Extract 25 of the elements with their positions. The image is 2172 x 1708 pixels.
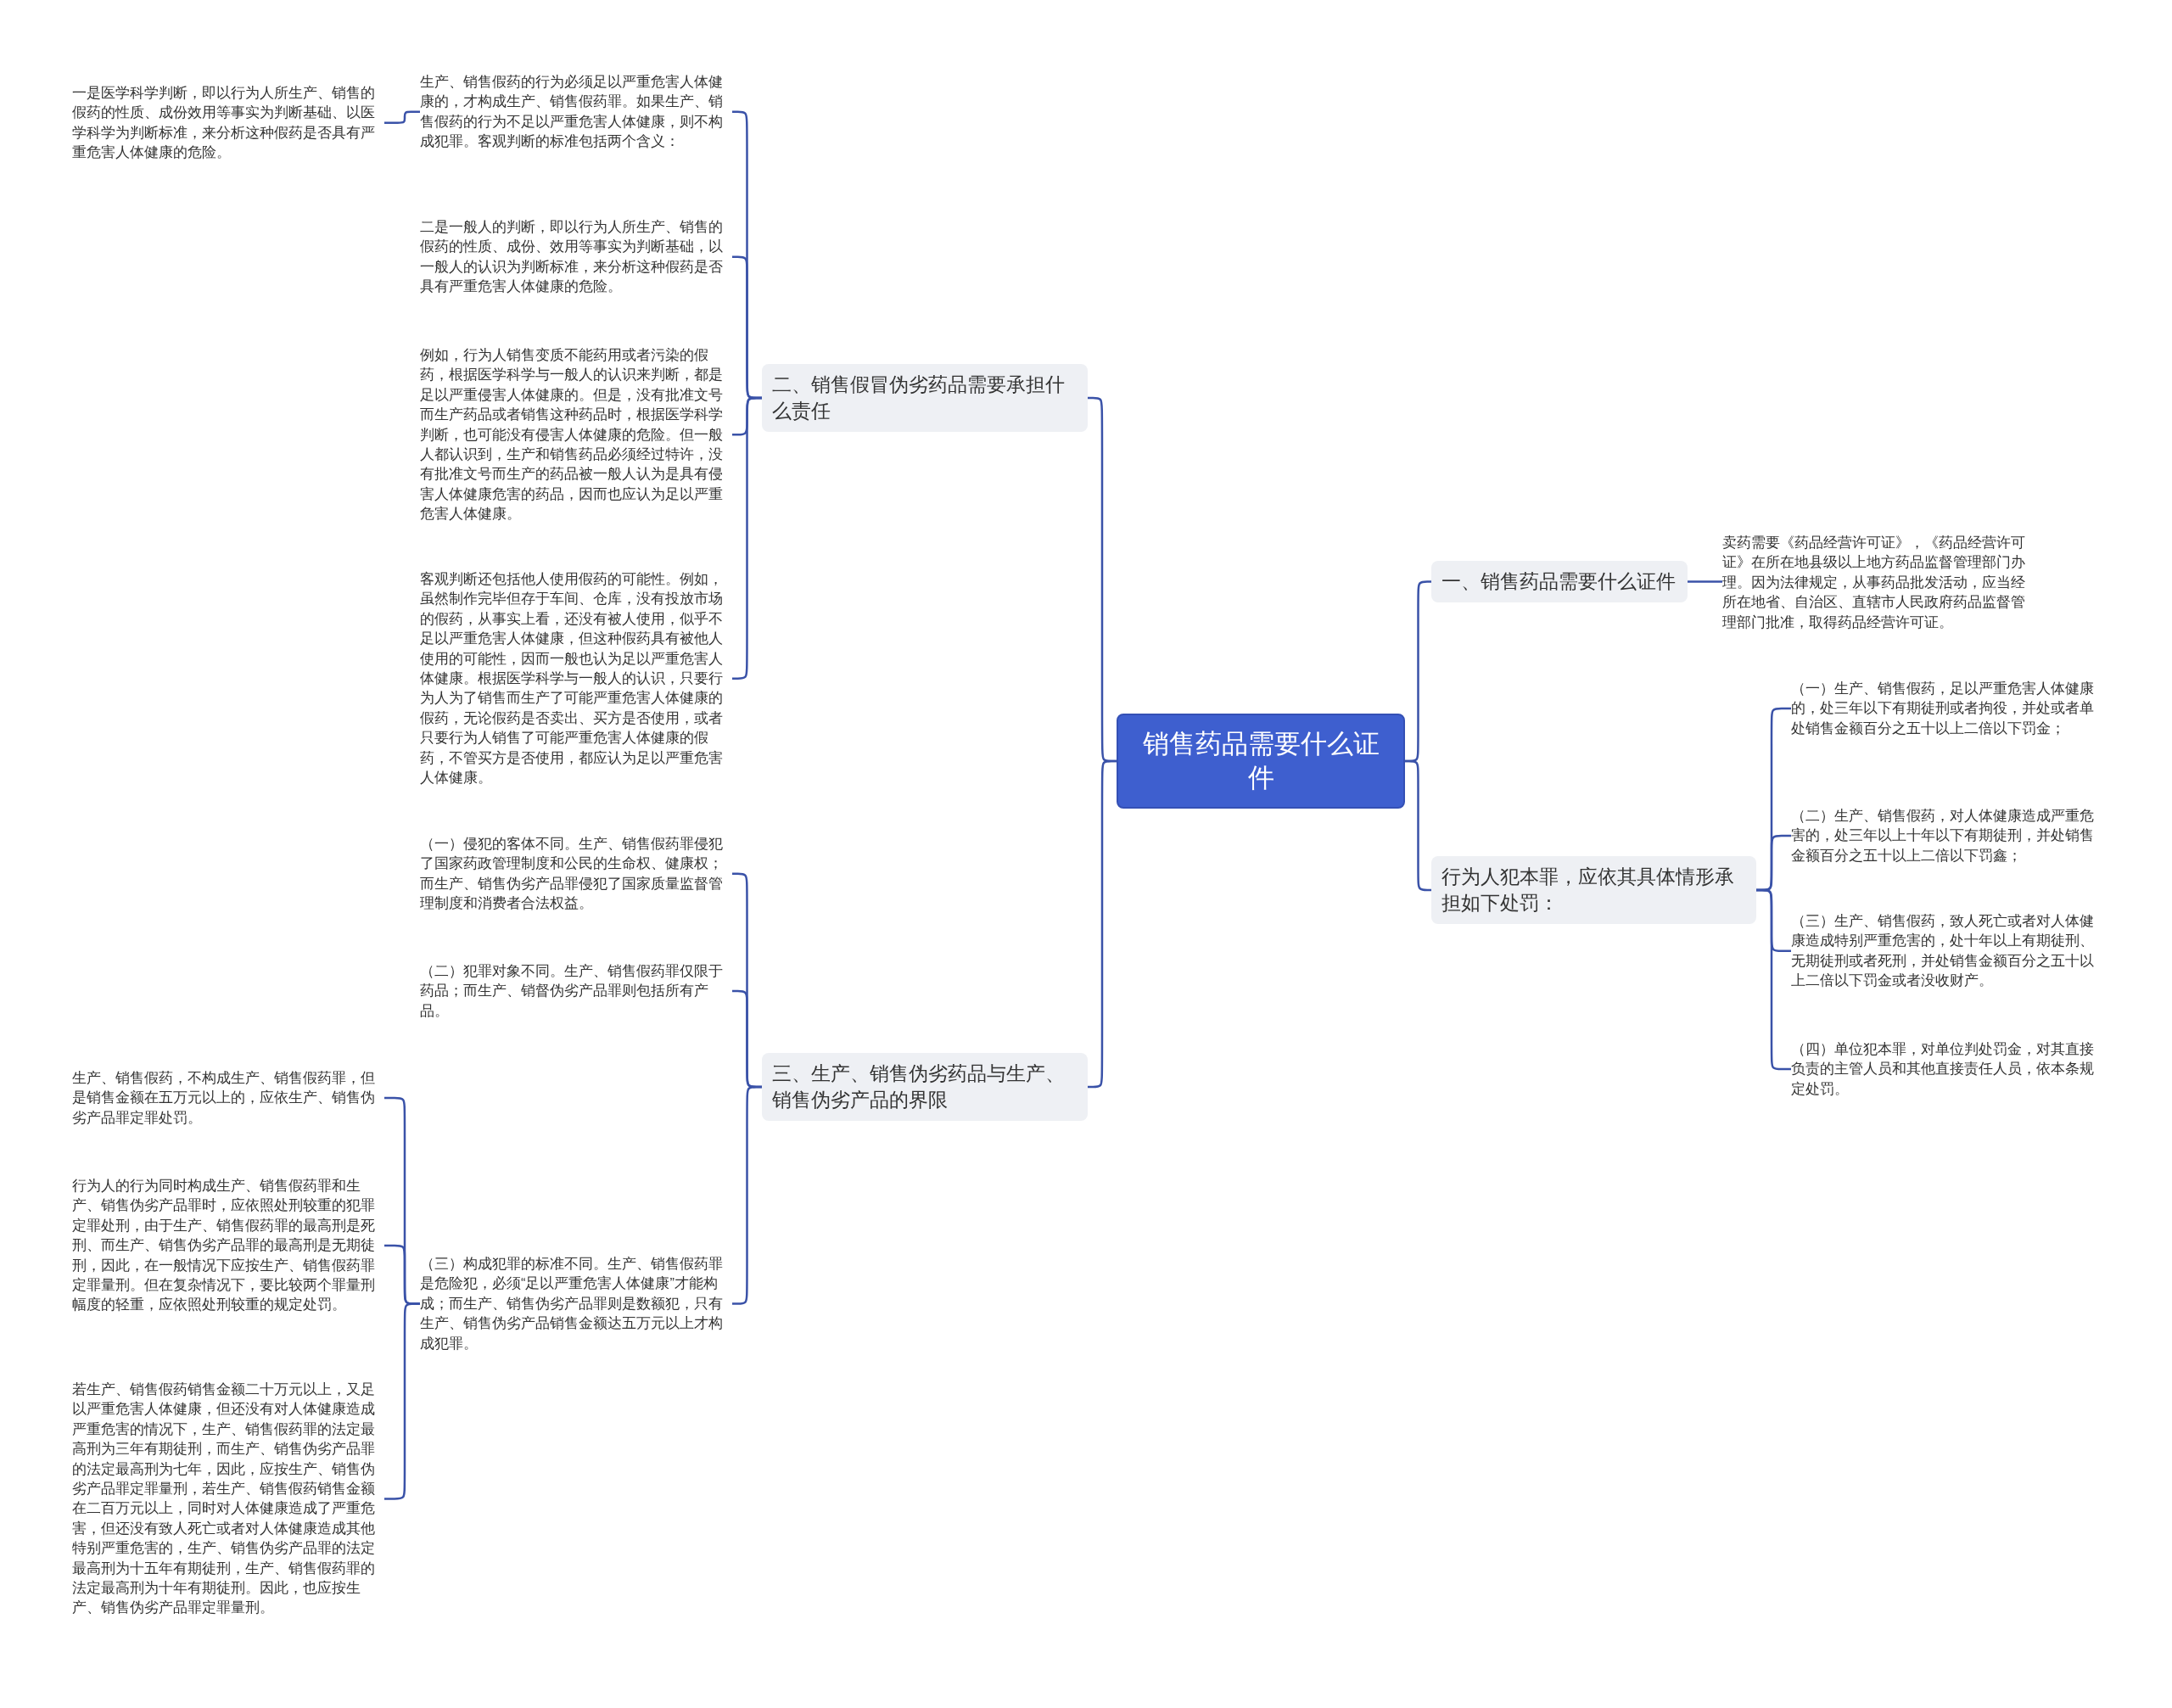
topic-text: （二）犯罪对象不同。生产、销售假药罪仅限于药品；而生产、销督伪劣产品罪则包括所有产品。	[420, 961, 732, 1022]
connector-line	[1404, 759, 1432, 892]
topic-text: 生产、销售假药的行为必须足以严重危害人体健康的，才构成生产、销售假药罪。如果生产、销售假药的行为不足以严重危害人体健康，则不构成犯罪。客观判断的标准包括两个含义：	[420, 72, 732, 152]
connector-line	[1688, 580, 1722, 583]
topic-box: 三、生产、销售伪劣药品与生产、销售伪劣产品的界限	[762, 1053, 1088, 1121]
topic-box: 二、销售假冒伪劣药品需要承担什么责任	[762, 364, 1088, 432]
topic-box: 行为人犯本罪，应依其具体情形承担如下处罚：	[1431, 856, 1756, 924]
topic-text: （三）生产、销售假药，致人死亡或者对人体健康造成特别严重危害的，处十年以上有期徒刑、无期徒刑或者死刑，并处销售金额百分之五十以上二倍以下罚金或者没收财产。	[1791, 911, 2105, 991]
topic-text: （一）侵犯的客体不同。生产、销售假药罪侵犯了国家药政管理制度和公民的生命权、健康权；而生产、销售伪劣产品罪侵犯了国家质量监督管理制度和消费者合法权益。	[420, 834, 732, 914]
connector-line	[1087, 759, 1117, 1089]
topic-text: （四）单位犯本罪，对单位判处罚金，对其直接负责的主管人员和其他直接责任人员，依本条规定处罚。	[1791, 1039, 2105, 1100]
topic-text: 生产、销售假药，不构成生产、销售假药罪，但是销售金额在五万元以上的，应依生产、销售伪劣产品罪定罪处罚。	[72, 1068, 384, 1128]
topic-text: 例如，行为人销售变质不能药用或者污染的假药，根据医学科学与一般人的认识来判断，都是足以严重侵害人体健康的。但是，没有批准文号而生产药品或者销售这种药品时，根据医学科学判断，也可能没有侵害人体健康的危险。但一般人都认识到，生产和销售药品必须经过特许，没有批准文号而生产的药品被一般人认为是具有侵害人体健康危害的药品，因而也应认为足以严重危害人体健康。	[420, 345, 732, 524]
topic-text: （一）生产、销售假药，足以严重危害人体健康的，处三年以下有期徒刑或者拘役，并处或者单处销售金额百分之五十以上二倍以下罚金；	[1791, 679, 2105, 739]
topic-text: （三）构成犯罪的标准不同。生产、销售假药罪是危险犯，必须“足以严重危害人体健康”才能构成；而生产、销售伪劣产品罪则是数额犯，只有生产、销售伪劣产品销售金额达五万元以上才构成犯罪。	[420, 1254, 732, 1354]
topic-box: 一、销售药品需要什么证件	[1431, 561, 1688, 602]
topic-text: 二是一般人的判断，即以行为人所生产、销售的假药的性质、成份、效用等事实为判断基础，以一般人的认识为判断标准，来分析这种假药是否具有严重危害人体健康的危险。	[420, 217, 732, 297]
topic-text: 客观判断还包括他人使用假药的可能性。例如，虽然制作完毕但存于车间、仓库，没有投放市场的假药，从事实上看，还没有被人使用，似乎不足以严重危害人体健康，但这种假药具有被他人使用的可能性，因而一般也认为足以严重危害人体健康。根据医学科学与一般人的认识，只要行为人为了销售而生产了可能严重危害人体健康的假药，无论假药是否卖出、买方是否使用，或者只要行为人销售了可能严重危害人体健康的假药，不管买方是否使用，都应认为足以严重危害人体健康。	[420, 569, 732, 788]
topic-text: 行为人的行为同时构成生产、销售假药罪和生产、销售伪劣产品罪时，应依照处刑较重的犯罪定罪处刑，由于生产、销售假药罪的最高刑是死刑、而生产、销售伪劣产品罪的最高刑是无期徒刑，因此，在一般情况下应按生产、销售假药罪定罪量刑。但在复杂情况下，要比较两个罪量刑幅度的轻重，应依照处刑较重的规定处罚。	[72, 1176, 384, 1315]
connector-line	[384, 110, 420, 125]
topic-text: （二）生产、销售假药，对人体健康造成严重危害的，处三年以上十年以下有期徒刑，并处销售金额百分之五十以上二倍以下罚鑫；	[1791, 806, 2105, 866]
topic-text: 一是医学科学判断，即以行为人所生产、销售的假药的性质、成份效用等事实为判断基础、以医学科学为判断标准，来分析这种假药是否具有严重危害人体健康的危险。	[72, 83, 384, 163]
topic-text: 若生产、销售假药销售金额二十万元以上，又足以严重危害人体健康，但还没有对人体健康造成严重危害的情况下，生产、销售假药罪的法定最高刑为三年有期徒刑，而生产、销售伪劣产品罪的法定最高刑为七年，因此，应按生产、销售伪劣产品罪定罪量刑，若生产、销售假药销售金额在二百万元以上，同时对人体健康造成了严重危害，但还没有致人死亡或者对人体健康造成其他特别严重危害的，生产、销售伪劣产品罪的法定最高刑为十五年有期徒刑，生产、销售假药罪的法定最高刑为十年有期徒刑。因此，也应按生产、销售伪劣产品罪定罪量刑。	[72, 1380, 384, 1618]
topic-text: 卖药需要《药品经营许可证》，《药品经营许可证》在所在地县级以上地方药品监督管理部门办理。因为法律规定，从事药品批发活动，应当经所在地省、自治区、直辖市人民政府药品监督管理部门批准，取得药品经营许可证。	[1722, 533, 2036, 633]
central-topic-box: 销售药品需要什么证件	[1117, 714, 1405, 809]
